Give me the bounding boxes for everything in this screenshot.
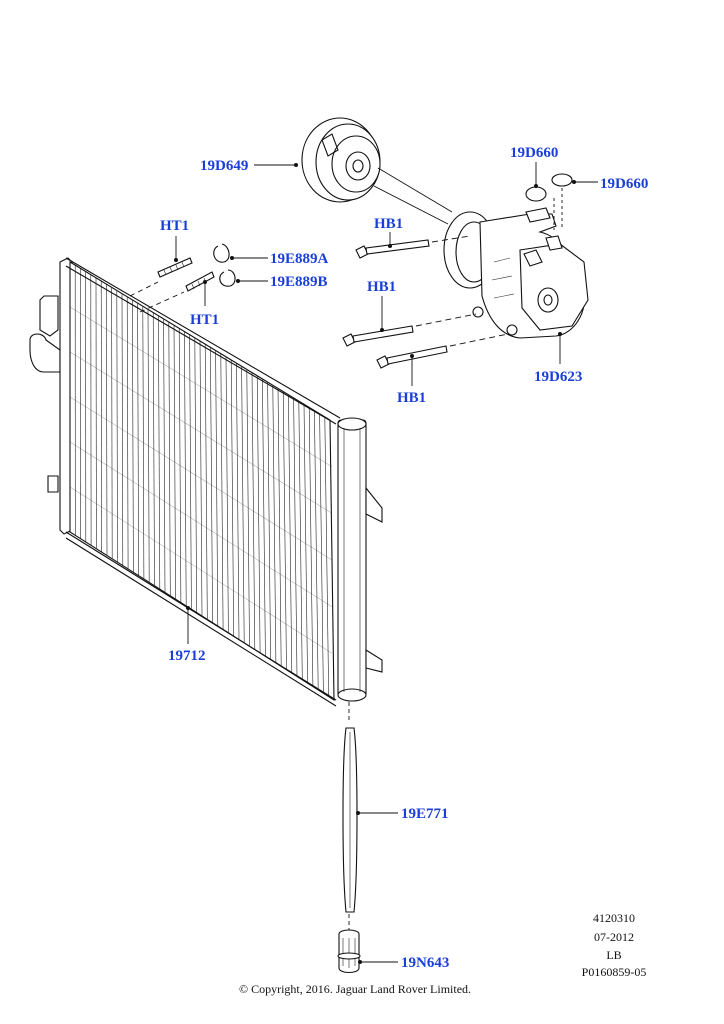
- reference-date: 07-2012: [594, 930, 634, 944]
- condenser-fin: [282, 391, 287, 670]
- studs-seals-drawing: [129, 243, 236, 313]
- condenser-fin: [241, 366, 245, 643]
- reference-tag: LB: [606, 948, 621, 962]
- o-rings-drawing: [525, 173, 573, 230]
- condenser-fin: [267, 382, 271, 660]
- callout-hb1-middle[interactable]: HB1: [367, 279, 396, 295]
- callout-19d660-right[interactable]: 19D660: [600, 176, 648, 192]
- condenser-fin: [199, 340, 203, 617]
- callout-19d649[interactable]: 19D649: [200, 158, 248, 174]
- condenser-fin: [147, 309, 150, 583]
- condenser-fin: [137, 303, 139, 576]
- callout-19d660-top[interactable]: 19D660: [510, 145, 558, 161]
- condenser-fin: [215, 350, 219, 627]
- copyright-notice: © Copyright, 2016. Jaguar Land Rover Lim…: [239, 982, 471, 996]
- condenser-fin: [168, 321, 171, 596]
- receiver-drier-drawing: [337, 417, 383, 722]
- condenser-fin: [111, 287, 113, 559]
- condenser-fin: [293, 397, 298, 677]
- seal-strip-drawing: [342, 727, 358, 913]
- callout-ht1-bottom[interactable]: HT1: [190, 312, 219, 328]
- condenser-fin: [189, 334, 192, 610]
- condenser-fin: [158, 315, 161, 590]
- condenser-fin: [100, 280, 102, 553]
- condenser-fin: [142, 306, 145, 580]
- condenser-fin: [288, 394, 293, 674]
- condenser-fin: [210, 347, 213, 623]
- condenser-drawing: [29, 257, 341, 707]
- condenser-tube: [69, 441, 333, 607]
- condenser-fin: [272, 385, 277, 664]
- condenser-fin: [319, 413, 324, 694]
- condenser-fin: [225, 356, 229, 633]
- callout-19e889b[interactable]: 19E889B: [270, 274, 328, 290]
- callout-19n643[interactable]: 19N643: [401, 955, 449, 971]
- condenser-fin: [308, 407, 314, 687]
- condenser-tube: [69, 486, 333, 654]
- drier-cap-drawing: [337, 914, 361, 974]
- condenser-fin: [132, 299, 134, 573]
- condenser-fin: [163, 318, 166, 593]
- reference-block: 4120310 07-2012 LB P0160859-05: [582, 911, 647, 979]
- condenser-fin: [256, 375, 261, 654]
- condenser-fin: [178, 328, 182, 603]
- condenser-fin: [298, 400, 303, 680]
- condenser-fin: [194, 337, 197, 613]
- condenser-fin: [262, 378, 266, 657]
- condenser-fin: [230, 359, 234, 637]
- pulley-drawing: [301, 117, 453, 225]
- condenser-fin: [246, 369, 250, 647]
- condenser-fin: [251, 372, 256, 650]
- condenser-fin: [204, 344, 208, 620]
- condenser-fin: [106, 284, 108, 556]
- condenser-fin: [314, 410, 319, 690]
- bolts-drawing: [342, 235, 509, 369]
- compressor-drawing: [443, 207, 589, 339]
- reference-code: 4120310: [593, 911, 635, 925]
- callout-ht1-top[interactable]: HT1: [160, 218, 189, 234]
- condenser-fin: [303, 404, 308, 684]
- callout-19712[interactable]: 19712: [168, 648, 206, 664]
- condenser-fin: [324, 416, 329, 697]
- condenser-tube: [69, 351, 333, 514]
- callout-19e889a[interactable]: 19E889A: [270, 251, 329, 267]
- condenser-fin: [116, 290, 118, 563]
- condenser-tube: [69, 396, 333, 561]
- condenser-fin: [277, 388, 282, 667]
- condenser-fin: [126, 296, 129, 570]
- condenser-fin: [184, 331, 187, 606]
- condenser-tube: [69, 306, 333, 467]
- condenser-fin: [152, 312, 155, 586]
- condenser-fin: [173, 325, 176, 600]
- callout-19e771[interactable]: 19E771: [401, 806, 449, 822]
- callout-hb1-top[interactable]: HB1: [374, 216, 403, 232]
- callout-hb1-bottom[interactable]: HB1: [397, 390, 426, 406]
- illustration-id: P0160859-05: [582, 965, 647, 979]
- condenser-fin: [220, 353, 224, 630]
- condenser-fin: [236, 363, 240, 640]
- condenser-fin: [121, 293, 124, 566]
- callout-group: 19D649 19D660 19D660 HB1 HB1 HB1 19D623 …: [160, 145, 648, 971]
- callout-19d623[interactable]: 19D623: [534, 369, 582, 385]
